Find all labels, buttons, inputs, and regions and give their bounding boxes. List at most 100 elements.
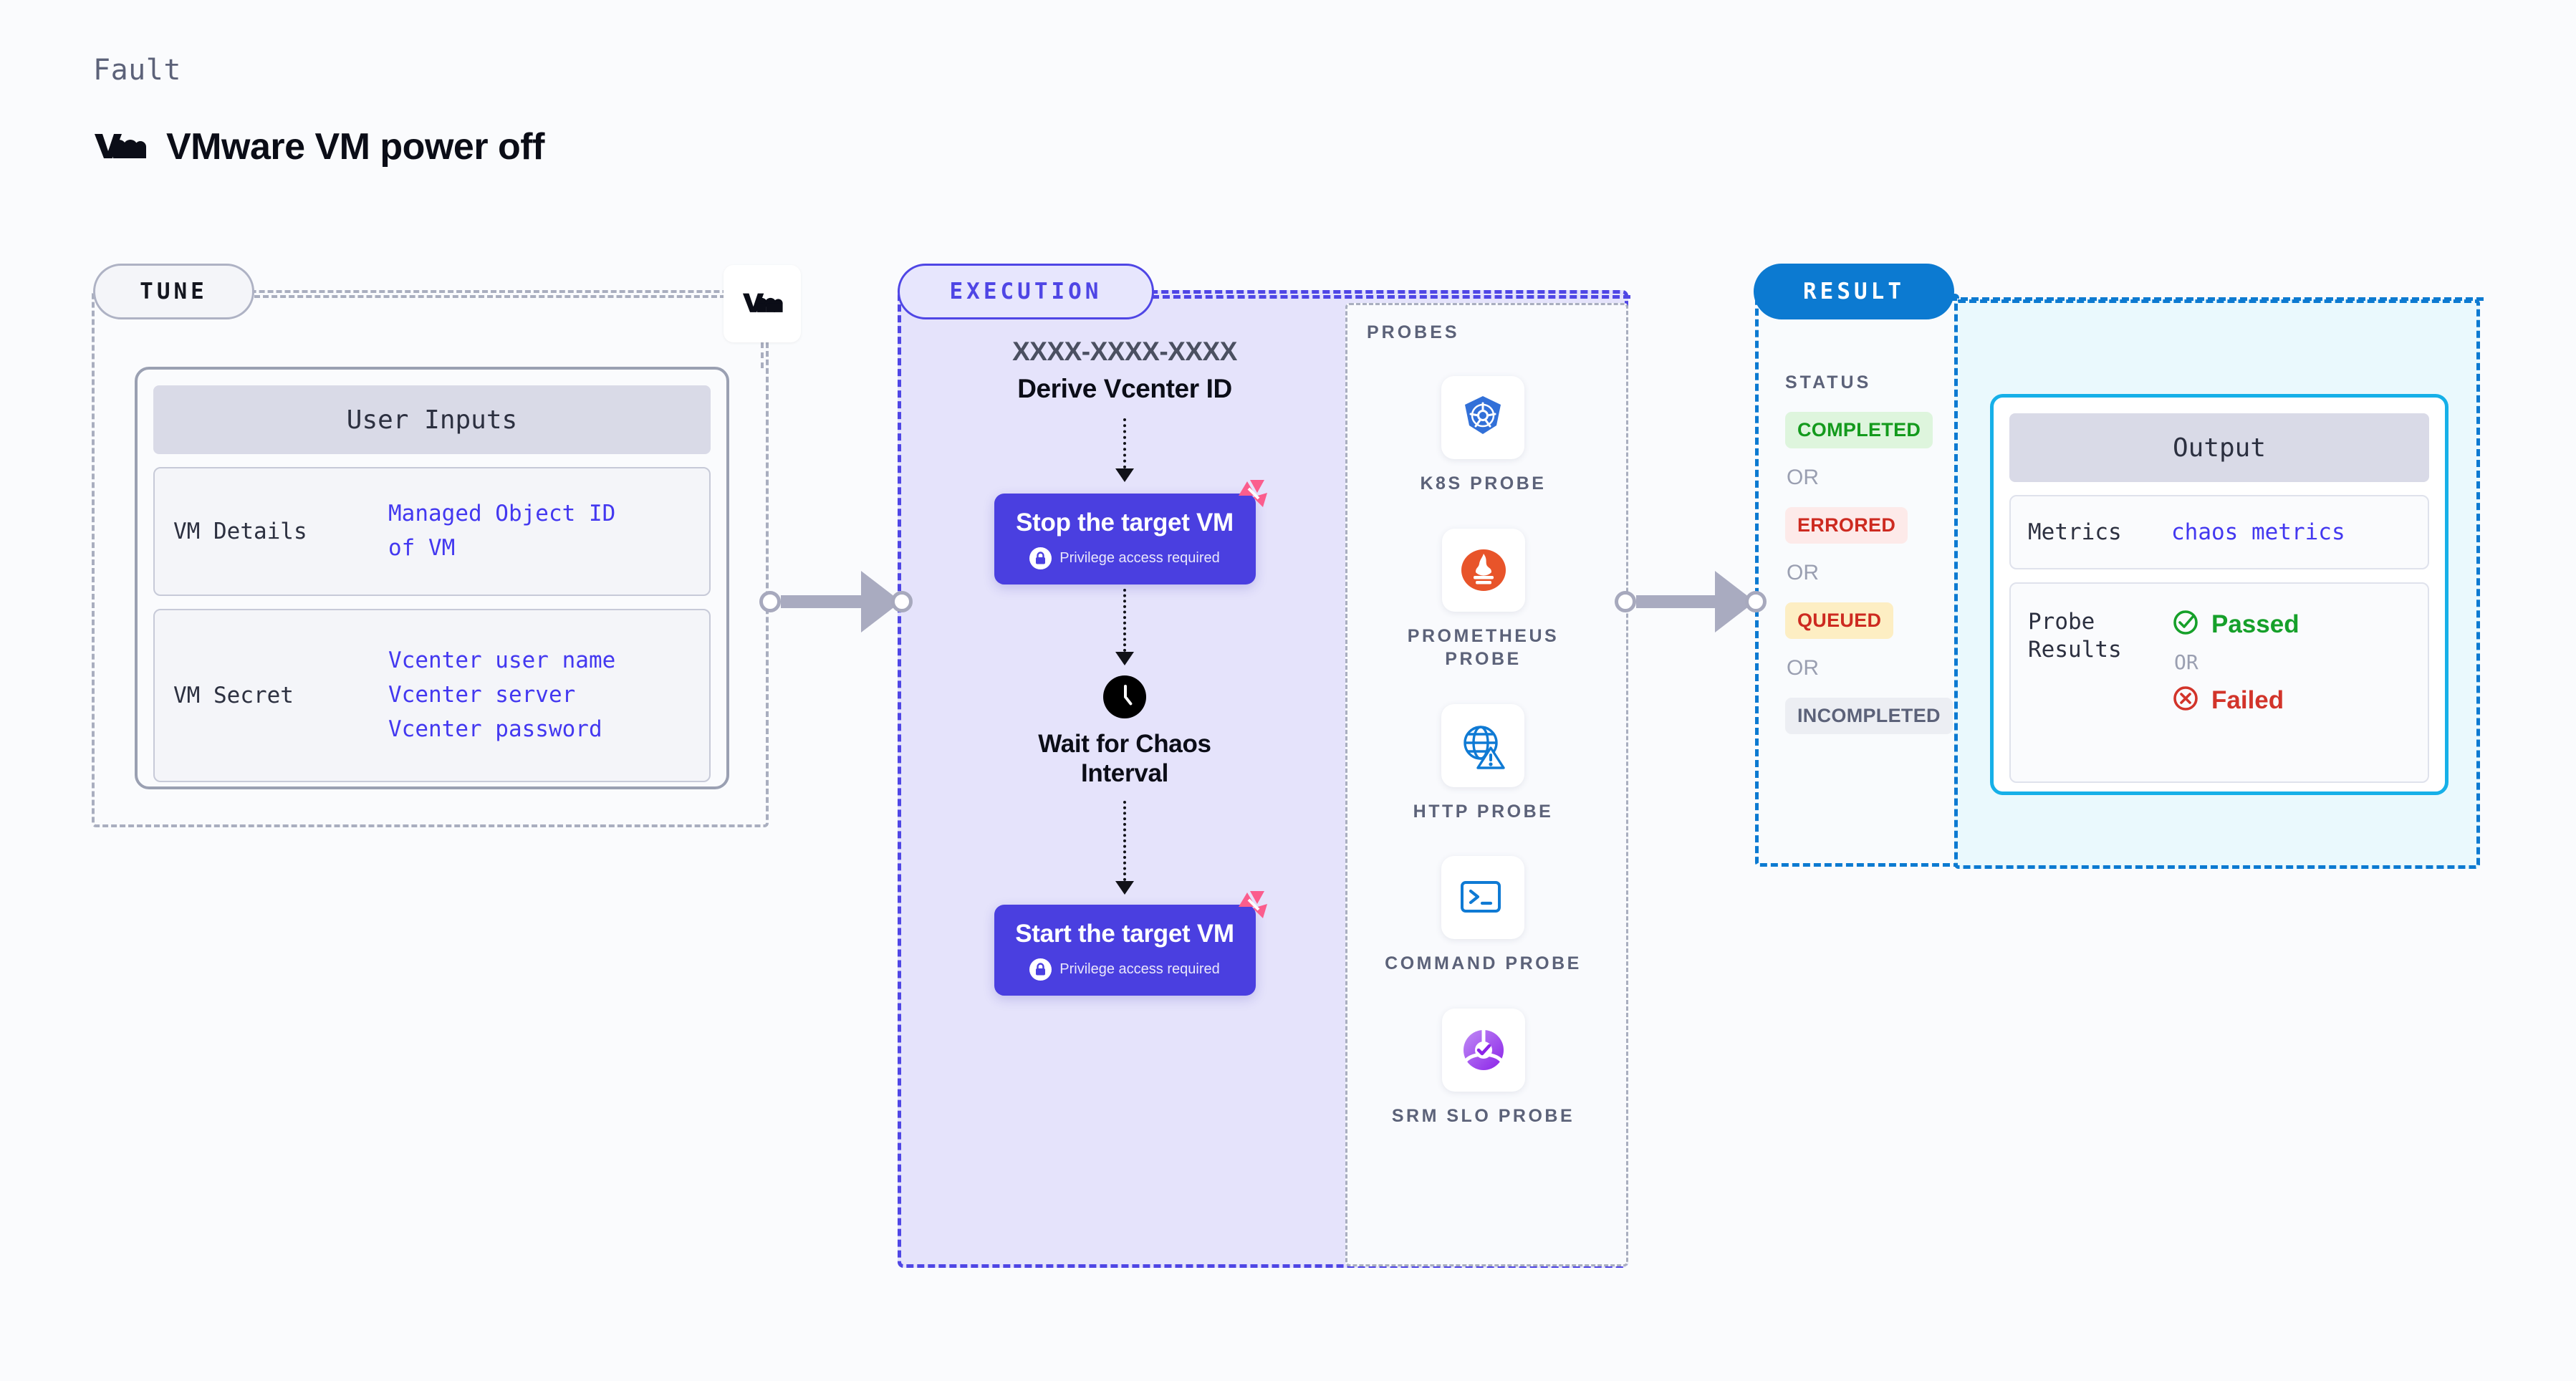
- litmus-chaos-icon: [1231, 477, 1272, 513]
- privilege-note-text: Privilege access required: [1059, 550, 1220, 566]
- probe-item-k8s[interactable]: K8S PROBE: [1421, 376, 1547, 496]
- tune-panel: [92, 290, 769, 827]
- lock-icon: [1029, 547, 1052, 569]
- probe-item-command[interactable]: COMMAND PROBE: [1385, 856, 1582, 976]
- output-heading: Output: [2009, 413, 2429, 482]
- status-badge-completed: COMPLETED: [1785, 412, 1933, 448]
- privilege-note: Privilege access required: [1029, 547, 1220, 569]
- probes-title: PROBES: [1367, 322, 1460, 342]
- connector-shaft: [781, 595, 862, 608]
- result-status-panel: [1755, 294, 1959, 867]
- status-title: STATUS: [1785, 372, 1872, 393]
- result-dashed-connector: [1950, 297, 2484, 301]
- probe-results-label-line2: Results: [2028, 636, 2122, 663]
- row-label: Probe Results: [2028, 608, 2171, 664]
- or-separator: OR: [2174, 650, 2198, 674]
- derive-vcenter-id-label: Derive Vcenter ID: [1017, 374, 1232, 403]
- probe-label: HTTP PROBE: [1413, 801, 1554, 822]
- privilege-note: Privilege access required: [1029, 958, 1220, 981]
- failed-label: Failed: [2211, 685, 2284, 714]
- output-card: Output Metrics chaos metrics Probe Resul…: [1990, 394, 2448, 795]
- card-title: Stop the target VM: [1016, 509, 1234, 536]
- probe-result-values: Passed OR Failed: [2171, 608, 2299, 716]
- value-item: Vcenter password: [388, 716, 602, 742]
- terminal-prompt-icon: [1441, 856, 1525, 939]
- value-item: Managed Object ID: [388, 501, 616, 527]
- stop-target-vm-card[interactable]: Stop the target VM Privilege access requ…: [994, 480, 1267, 584]
- status-list: COMPLETED OR ERRORED OR QUEUED OR INCOMP…: [1785, 412, 1964, 734]
- flow-arrow-3: [1115, 801, 1134, 895]
- row-label: Metrics: [2028, 519, 2122, 545]
- user-inputs-heading: User Inputs: [153, 385, 711, 454]
- execution-flow: XXXX-XXXX-XXXX Derive Vcenter ID Stop th…: [924, 337, 1325, 996]
- or-separator: OR: [1787, 656, 1819, 680]
- wait-for-chaos-interval-label: Wait for Chaos Interval: [1038, 730, 1211, 788]
- row-label: VM Details: [173, 519, 307, 544]
- page-title-row: VMware VM power off: [93, 125, 544, 168]
- clock-icon: [1103, 675, 1146, 718]
- connector-shaft: [1636, 595, 1716, 608]
- flow-arrow-2: [1115, 589, 1134, 665]
- value-item: Vcenter server: [388, 682, 576, 708]
- execution-pill[interactable]: EXECUTION: [898, 264, 1154, 319]
- tune-pill[interactable]: TUNE: [93, 264, 254, 319]
- vmware-vendor-chip: [724, 265, 801, 342]
- vendor-chip-tail: [761, 342, 764, 368]
- probe-item-srm-slo[interactable]: SRM SLO PROBE: [1391, 1008, 1575, 1128]
- probes-list: K8S PROBE PROMETHEUS PROBE: [1342, 376, 1625, 1127]
- row-values: Vcenter user name Vcenter server Vcenter…: [388, 648, 615, 743]
- srm-slo-gauge-icon: [1441, 1008, 1525, 1092]
- execution-dashed-connector: [1152, 295, 1630, 299]
- output-row-metrics: Metrics chaos metrics: [2009, 495, 2429, 569]
- probe-label: K8S PROBE: [1420, 473, 1547, 494]
- litmus-chaos-icon: [1231, 888, 1272, 924]
- card-title: Start the target VM: [1015, 920, 1234, 948]
- vmware-vm-logo-icon: [741, 290, 783, 318]
- flow-arrow-1: [1115, 418, 1134, 482]
- page-title: VMware VM power off: [166, 126, 544, 168]
- vmware-vm-logo-icon: [93, 130, 146, 164]
- page-kicker: Fault: [93, 54, 181, 87]
- x-circle-icon: [2171, 684, 2200, 716]
- status-badge-queued: QUEUED: [1785, 602, 1894, 639]
- connector-start-dot: [759, 591, 781, 612]
- vcenter-id-placeholder: XXXX-XXXX-XXXX: [1012, 337, 1237, 366]
- prometheus-icon: [1441, 528, 1525, 612]
- result-pill[interactable]: RESULT: [1754, 264, 1954, 319]
- value-item: of VM: [388, 535, 456, 561]
- user-input-row-vm-secret: VM Secret Vcenter user name Vcenter serv…: [153, 609, 711, 782]
- check-circle-icon: [2171, 608, 2200, 640]
- probe-item-prometheus[interactable]: PROMETHEUS PROBE: [1380, 528, 1587, 671]
- start-target-vm-card[interactable]: Start the target VM Privilege access req…: [994, 891, 1267, 996]
- status-badge-incompleted: INCOMPLETED: [1785, 698, 1953, 734]
- row-label: VM Secret: [173, 683, 294, 708]
- connector-start-dot: [1615, 591, 1636, 612]
- connector-execution-to-result: [1615, 571, 1767, 632]
- lock-icon: [1029, 958, 1052, 981]
- metrics-value: chaos metrics: [2171, 519, 2345, 545]
- connector-end-dot: [891, 591, 913, 612]
- wait-label-line1: Wait for Chaos: [1038, 730, 1211, 758]
- value-item: Vcenter user name: [388, 648, 616, 674]
- wait-label-line2: Interval: [1080, 759, 1169, 787]
- row-values: Managed Object ID of VM: [388, 501, 615, 562]
- probe-result-passed: Passed: [2171, 608, 2299, 640]
- kubernetes-icon: [1441, 376, 1525, 459]
- passed-label: Passed: [2211, 610, 2299, 638]
- tune-dashed-connector: [254, 295, 726, 298]
- probe-label: SRM SLO PROBE: [1391, 1105, 1575, 1126]
- http-globe-warning-icon: [1441, 703, 1525, 787]
- probe-result-failed: Failed: [2171, 684, 2299, 716]
- user-input-row-vm-details: VM Details Managed Object ID of VM: [153, 467, 711, 596]
- user-inputs-card: User Inputs VM Details Managed Object ID…: [135, 367, 729, 789]
- probe-results-label-line1: Probe: [2028, 609, 2095, 635]
- output-row-probe-results: Probe Results Passed OR: [2009, 582, 2429, 783]
- status-badge-errored: ERRORED: [1785, 507, 1908, 544]
- connector-tune-to-execution: [759, 571, 913, 632]
- probe-label: PROMETHEUS PROBE: [1407, 625, 1559, 670]
- or-separator: OR: [1787, 466, 1819, 489]
- privilege-note-text: Privilege access required: [1059, 961, 1220, 978]
- probe-label: COMMAND PROBE: [1385, 953, 1582, 973]
- probe-item-http[interactable]: HTTP PROBE: [1413, 703, 1554, 824]
